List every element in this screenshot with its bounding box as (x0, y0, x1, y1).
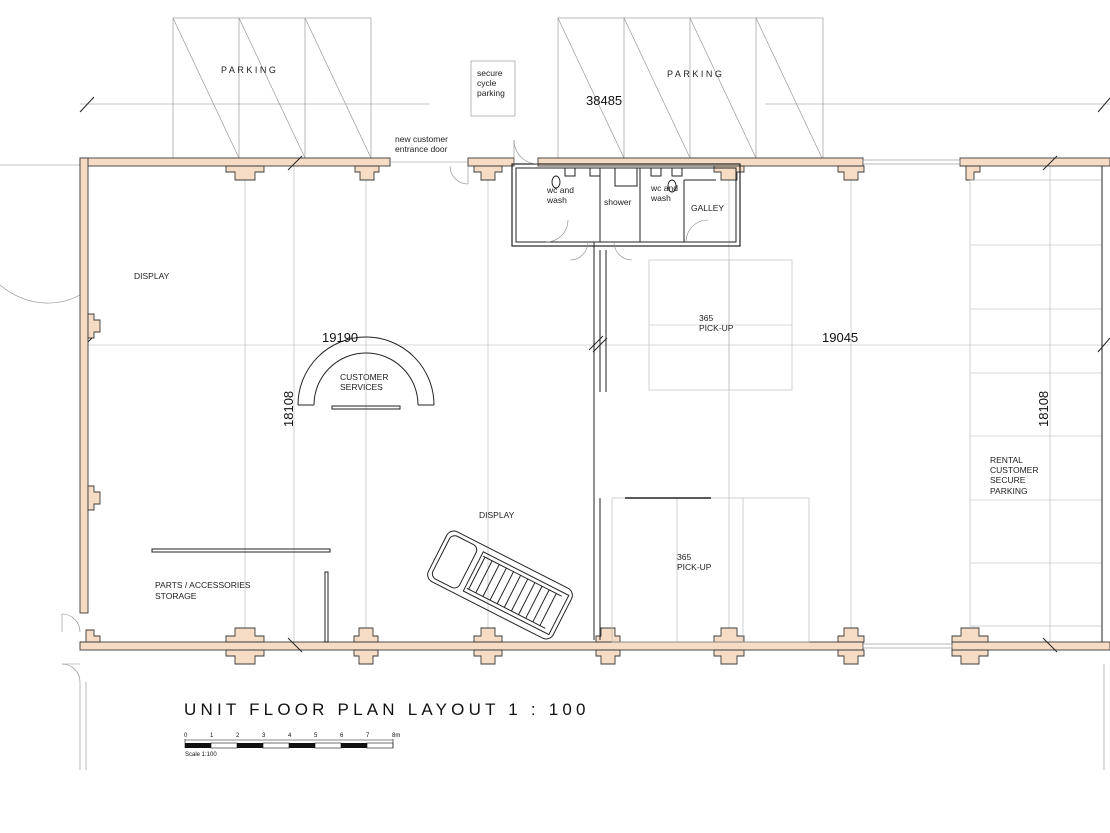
grid-tick-center-a (588, 335, 604, 351)
scale-tick-3: 3 (262, 733, 266, 739)
pickup-top-line1: 365 (699, 313, 713, 323)
rental-line1: RENTAL (990, 455, 1023, 465)
drawing-title: UNIT FLOOR PLAN LAYOUT 1 : 100 (184, 700, 590, 719)
entrance-door (390, 161, 469, 185)
secure-cycle-line2: cycle (477, 78, 497, 88)
scale-tick-7: 7 (366, 733, 370, 739)
secure-cycle-line1: secure (477, 68, 503, 78)
rental-parking-bays (969, 166, 1103, 642)
scale-tick-2: 2 (236, 733, 240, 739)
dimension-overall-width: 38485 (586, 93, 622, 108)
shower-label: shower (604, 197, 632, 207)
customer-services-line1: CUSTOMER (340, 372, 389, 382)
wc-core (511, 139, 741, 640)
piers-top (225, 165, 981, 181)
grid-tick-right-mid (1097, 337, 1110, 353)
building-walls (79, 157, 1110, 651)
dimension-left-width: 19190 (322, 330, 358, 345)
overall-dimension-line (79, 96, 1110, 113)
display-label-top: DISPLAY (134, 271, 170, 281)
entrance-label-line1: new customer (395, 134, 448, 144)
entrance-label-line2: entrance door (395, 144, 448, 154)
pickup-area-bottom (611, 497, 810, 643)
display-van (427, 530, 573, 640)
wall-tick-top-left (287, 155, 303, 171)
wc-right-line1: wc and (650, 183, 678, 193)
wc-left-line1: wc and (546, 185, 574, 195)
parking-label-right: PARKING (667, 69, 724, 79)
piers-bottom (80, 627, 989, 665)
wall-tick-bottom-right (1042, 637, 1058, 653)
scale-tick-6: 6 (340, 733, 344, 739)
pickup-top-line2: PICK-UP (699, 323, 734, 333)
secure-cycle-line3: parking (477, 88, 505, 98)
external-door-swing (0, 164, 81, 304)
scale-bar (184, 739, 394, 749)
pickup-area-top (648, 259, 793, 391)
wc-right-line2: wash (650, 193, 671, 203)
parts-storage-line1: PARTS / ACCESSORIES (155, 580, 251, 590)
scale-caption: Scale 1:100 (185, 752, 217, 758)
display-label-mid: DISPLAY (479, 510, 515, 520)
dimension-left-depth: 18108 (281, 391, 296, 427)
customer-services-desk (297, 336, 435, 410)
parts-storage-line2: STORAGE (155, 591, 197, 601)
scale-tick-1: 1 (210, 733, 214, 739)
rental-line3: SECURE (990, 475, 1026, 485)
scale-tick-5: 5 (314, 733, 318, 739)
side-door-bottom-left (61, 613, 1105, 770)
piers-left-wall (87, 313, 101, 511)
parts-storage-shelving (151, 548, 331, 643)
rental-line2: CUSTOMER (990, 465, 1039, 475)
dimension-right-width: 19045 (822, 330, 858, 345)
dimension-right-depth: 18108 (1036, 391, 1051, 427)
structural-grid (80, 165, 1110, 650)
wall-tick-top-right (1042, 155, 1058, 171)
parking-label-left: PARKING (221, 65, 278, 75)
customer-services-line2: SERVICES (340, 382, 383, 392)
galley-label: GALLEY (691, 203, 724, 213)
wc-left-line2: wash (546, 195, 567, 205)
wall-tick-bottom-left (287, 637, 303, 653)
pickup-bottom-line2: PICK-UP (677, 562, 712, 572)
scale-tick-4: 4 (288, 733, 292, 739)
rental-line4: PARKING (990, 486, 1028, 496)
scale-tick-8m: 8m (392, 733, 400, 739)
parking-bays-left (172, 17, 372, 159)
pickup-bottom-line1: 365 (677, 552, 691, 562)
secure-cycle-box (470, 60, 516, 117)
scale-tick-0: 0 (184, 733, 188, 739)
parking-bays-right (557, 17, 824, 159)
